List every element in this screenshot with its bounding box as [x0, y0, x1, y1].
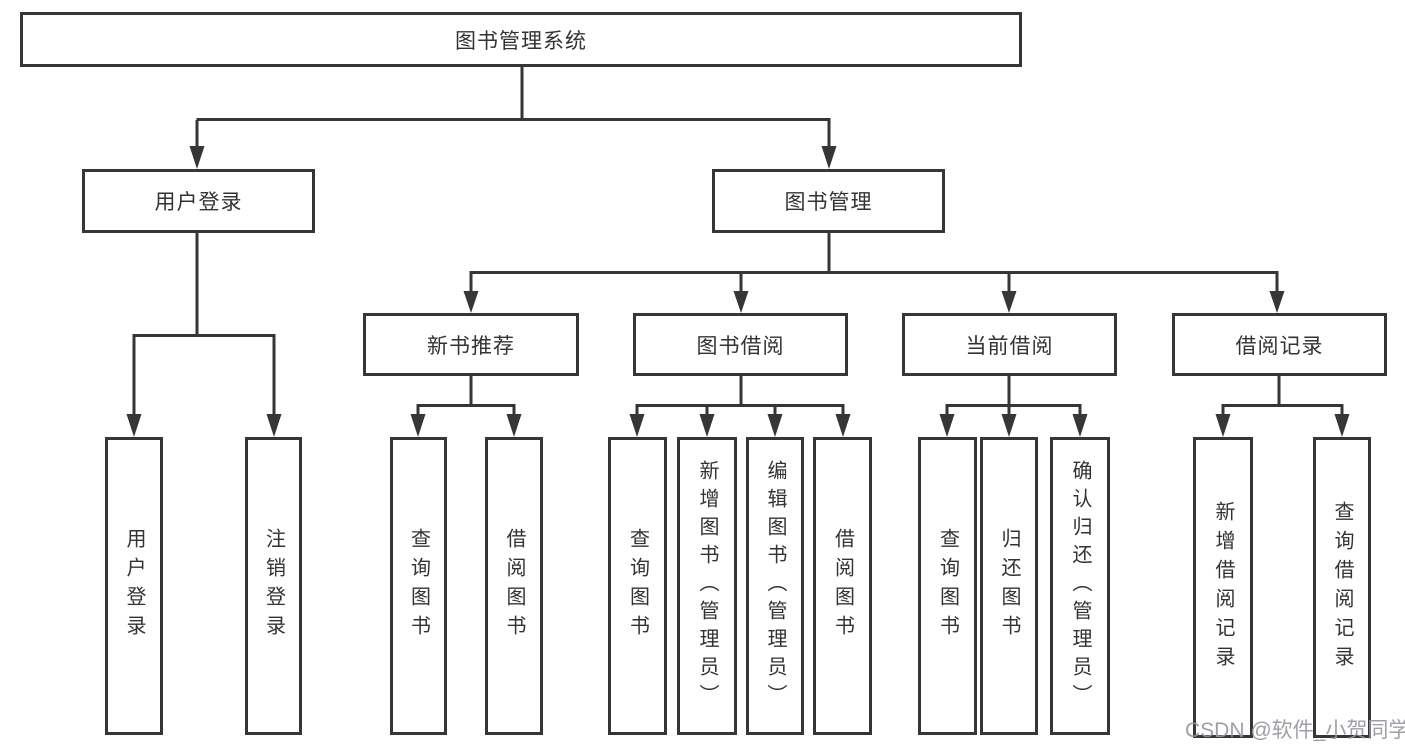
- node-current-borrow: 当前借阅: [902, 313, 1117, 376]
- leaf-borrow-books-recommend: 借阅图书: [485, 437, 543, 735]
- leaf-logout: 注销登录: [245, 437, 302, 735]
- leaf-query-books-borrow: 查询图书: [608, 437, 667, 735]
- leaf-query-books-recommend: 查询图书: [390, 437, 447, 735]
- leaf-confirm-return-admin: 确认归还（管理员）: [1050, 437, 1110, 735]
- leaf-user-login: 用户登录: [105, 437, 163, 735]
- leaf-borrow-books-borrow: 借阅图书: [813, 437, 872, 735]
- leaf-add-book-admin: 新增图书（管理员）: [677, 437, 737, 735]
- node-borrow-records: 借阅记录: [1172, 313, 1387, 376]
- node-user-login: 用户登录: [82, 169, 315, 233]
- leaf-return-books: 归还图书: [980, 437, 1038, 735]
- arrowheads: [126, 146, 1350, 437]
- node-book-borrow: 图书借阅: [633, 313, 848, 376]
- node-book-management: 图书管理: [712, 169, 945, 233]
- csdn-watermark: CSDN @软件_小贺同学: [1185, 719, 1405, 742]
- leaf-query-borrow-record: 查询借阅记录: [1313, 437, 1371, 738]
- node-library-system: 图书管理系统: [20, 12, 1022, 67]
- leaf-edit-book-admin: 编辑图书（管理员）: [746, 437, 804, 735]
- leaf-add-borrow-record: 新增借阅记录: [1193, 437, 1253, 738]
- node-new-book-recommend: 新书推荐: [363, 313, 579, 376]
- leaf-query-books-current: 查询图书: [918, 437, 977, 735]
